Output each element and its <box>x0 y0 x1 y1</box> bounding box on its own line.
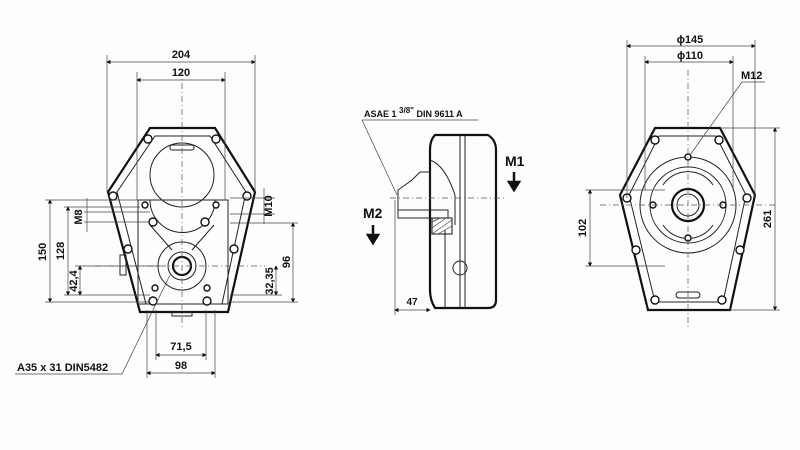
dim-128: 128 <box>55 242 67 260</box>
dim-32-35: 32,35 <box>264 267 276 295</box>
dim-96: 96 <box>281 256 293 268</box>
rear-bolt-holes <box>622 135 752 305</box>
front-housing-outline <box>106 126 257 314</box>
dim-150: 150 <box>37 243 49 261</box>
dim-m10: M10 <box>263 195 275 216</box>
front-view: 204 120 150 128 M8 42,4 M10 96 32,35 71,… <box>15 49 298 378</box>
dim-204: 204 <box>172 49 191 61</box>
dim-98: 98 <box>175 360 187 372</box>
rotation-m2-label: M2 <box>363 205 383 221</box>
dim-71-5: 71,5 <box>170 341 191 353</box>
side-view: ASAE 1 3/8" DIN 9611 A M1 M2 47 <box>361 105 525 315</box>
dim-47: 47 <box>406 297 418 308</box>
dim-dia-145: ϕ145 <box>677 34 704 46</box>
dim-120: 120 <box>172 67 190 79</box>
dim-42-4: 42,4 <box>68 269 80 291</box>
rotation-m1-label: M1 <box>505 153 525 169</box>
shaft-spec-label: A35 x 31 DIN5482 <box>17 362 108 374</box>
rear-view: ϕ145 ϕ110 M12 102 261 <box>577 34 780 330</box>
dim-dia-110: ϕ110 <box>677 50 703 62</box>
rotation-m2-arrow-icon <box>365 225 381 246</box>
rotation-m1-arrow-icon <box>506 172 522 193</box>
dim-m8: M8 <box>73 209 85 224</box>
input-spec-label: ASAE 1 3/8" DIN 9611 A <box>364 105 463 119</box>
dim-261: 261 <box>762 210 774 228</box>
thread-m12-label: M12 <box>741 70 762 82</box>
side-housing-outline <box>428 133 498 310</box>
dim-102: 102 <box>577 219 589 237</box>
bolt-holes <box>108 134 252 306</box>
